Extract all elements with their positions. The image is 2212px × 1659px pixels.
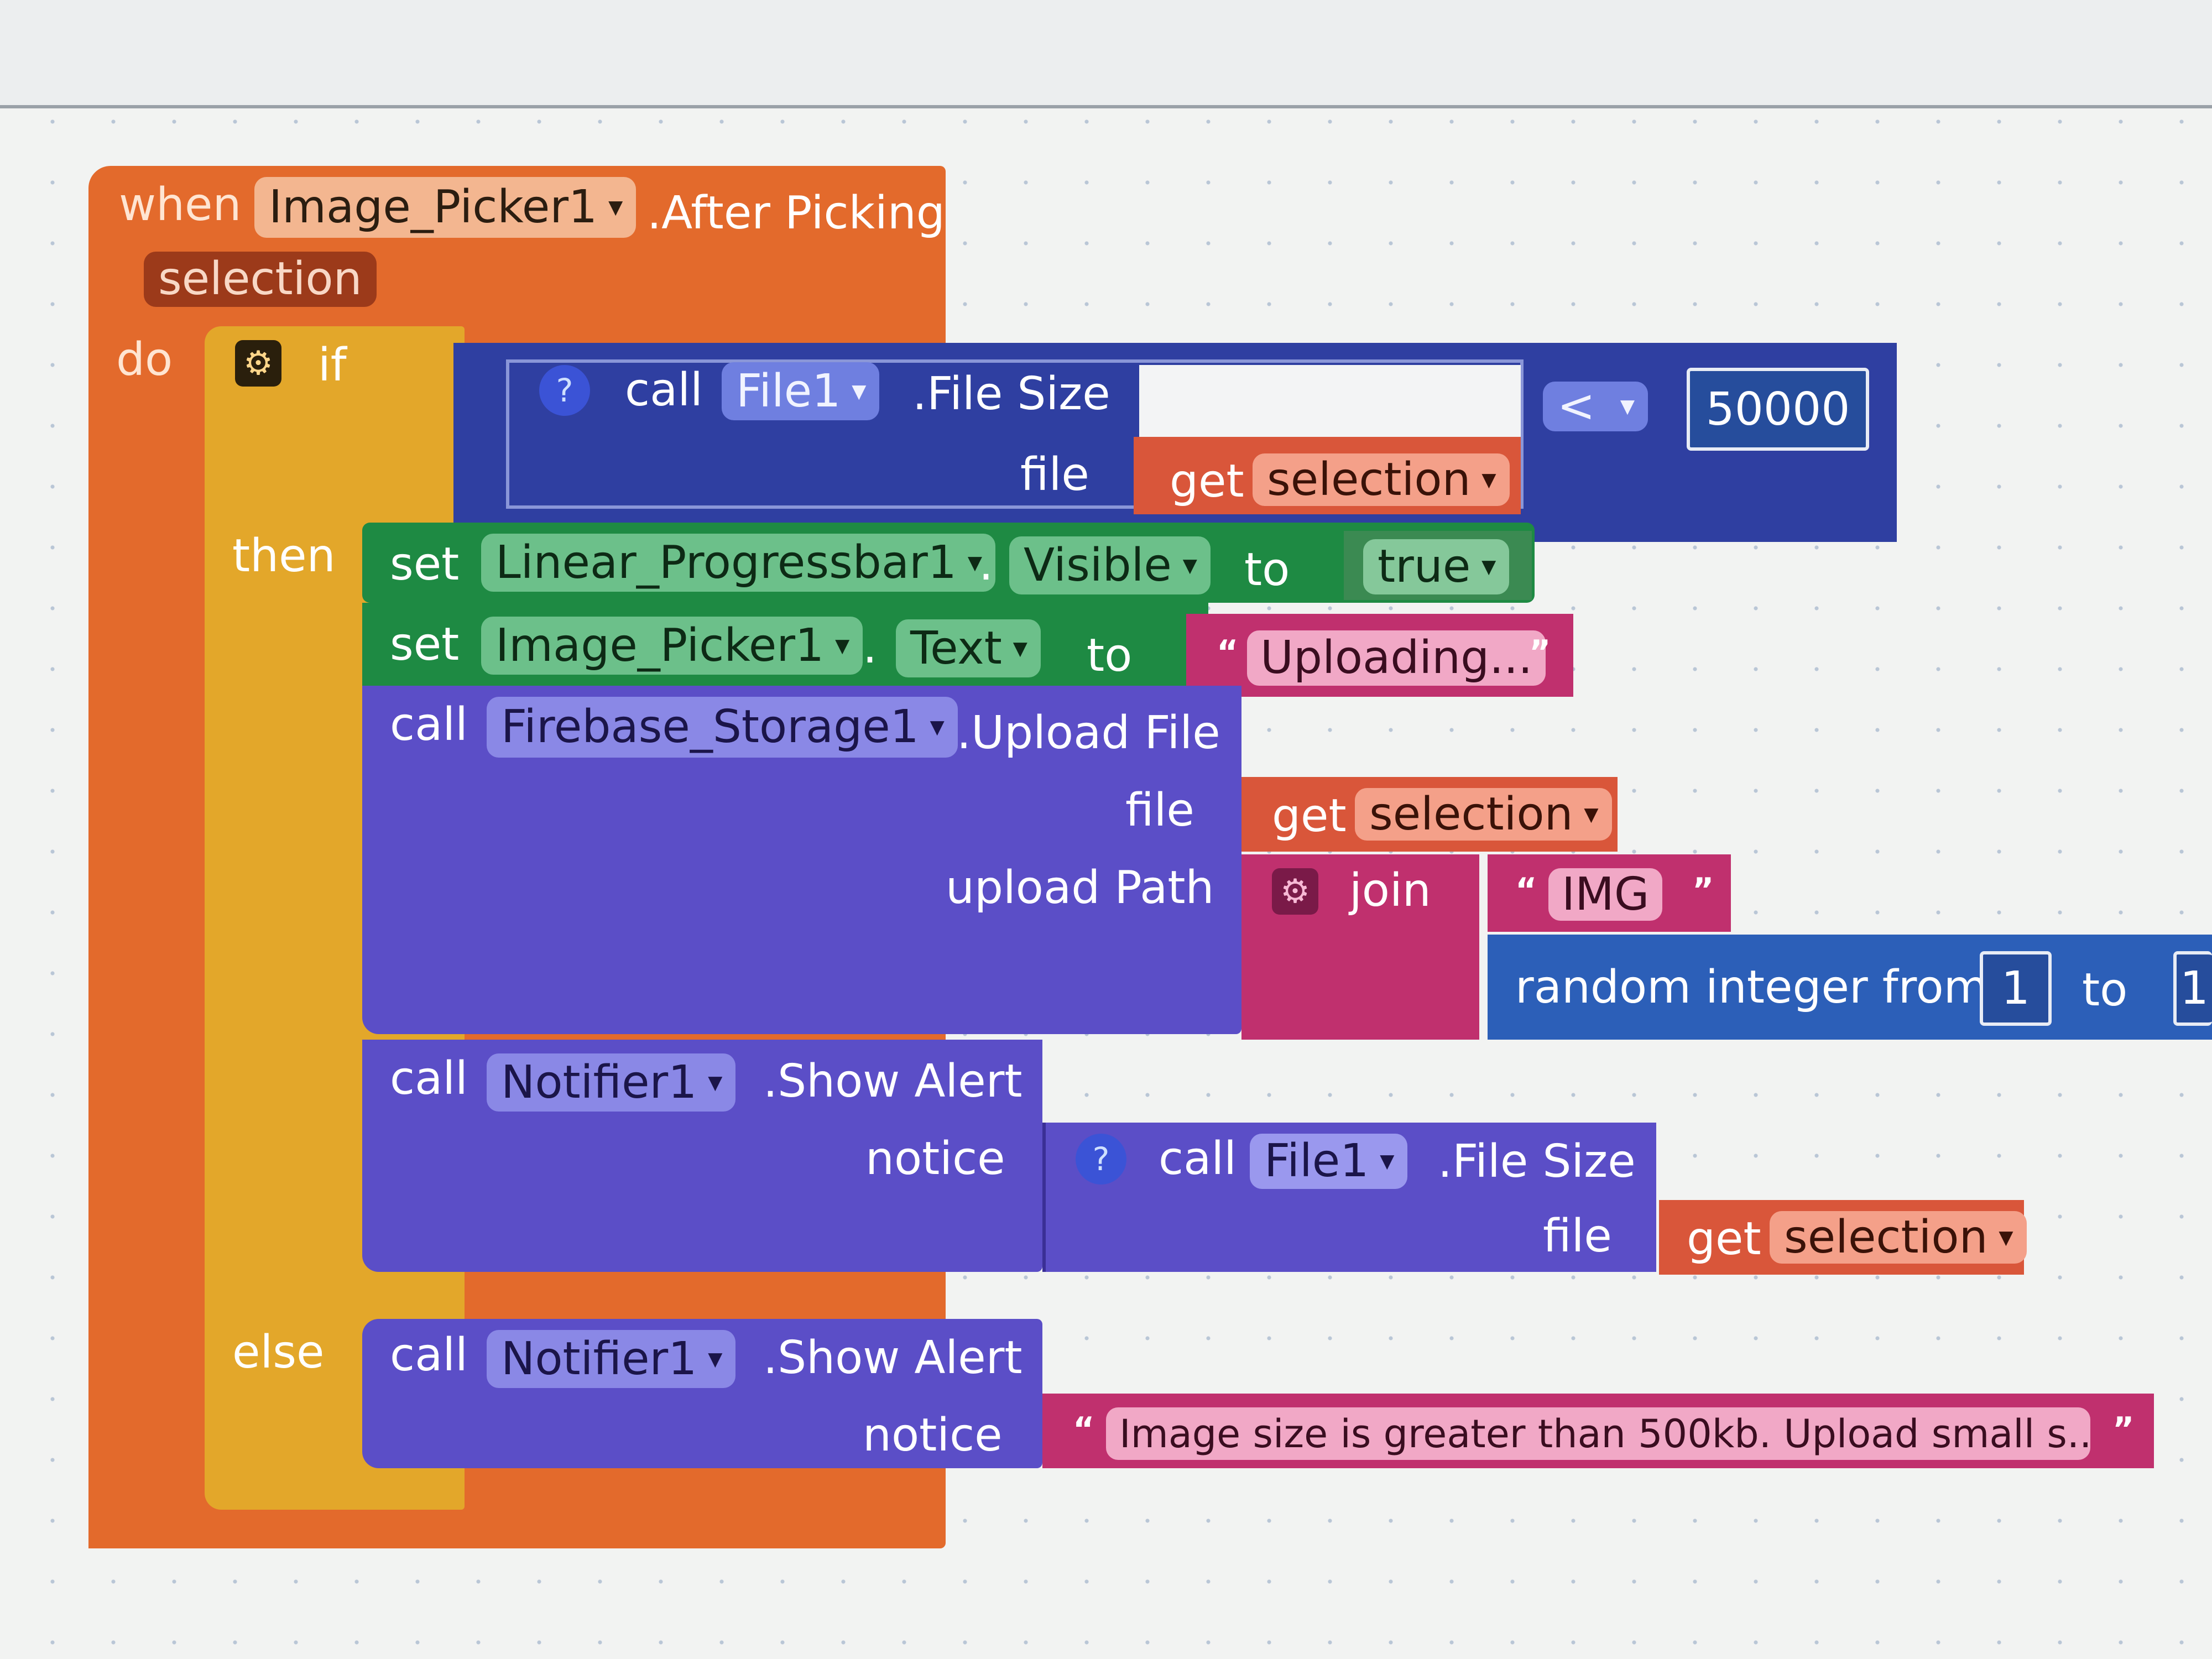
do-label: do bbox=[116, 333, 173, 386]
set-label: set bbox=[390, 618, 460, 671]
dropdown-arrow-icon: ▼ bbox=[930, 716, 945, 738]
to-label: to bbox=[1087, 629, 1133, 682]
random-integer-block[interactable] bbox=[1488, 935, 2212, 1040]
operator-dropdown[interactable]: <▼ bbox=[1543, 382, 1648, 431]
empty-slot bbox=[1139, 365, 1521, 437]
dropdown-arrow-icon: ▼ bbox=[1380, 1150, 1395, 1172]
dropdown-arrow-icon: ▼ bbox=[608, 196, 623, 218]
random-label: random integer from bbox=[1515, 961, 1988, 1014]
visible-property-dropdown[interactable]: Visible▼ bbox=[1009, 536, 1211, 594]
dropdown-arrow-icon: ▼ bbox=[967, 551, 982, 574]
dropdown-arrow-icon: ▼ bbox=[1584, 803, 1599, 826]
get-var-dropdown[interactable]: selection▼ bbox=[1253, 453, 1510, 506]
method-label: .Show Alert bbox=[763, 1055, 1022, 1108]
method-label: .File Size bbox=[912, 368, 1110, 420]
method-label: .Show Alert bbox=[763, 1332, 1022, 1384]
set-label: set bbox=[390, 538, 460, 591]
gear-icon[interactable]: ⚙ bbox=[235, 340, 281, 387]
then-label: then bbox=[232, 530, 336, 582]
question-icon[interactable]: ? bbox=[1076, 1134, 1126, 1185]
dropdown-arrow-icon: ▼ bbox=[835, 634, 850, 657]
img-string[interactable]: IMG bbox=[1548, 868, 1663, 921]
dropdown-arrow-icon: ▼ bbox=[708, 1348, 723, 1370]
true-dropdown[interactable]: true▼ bbox=[1363, 539, 1510, 594]
event-component-dropdown[interactable]: Image_Picker1▼ bbox=[254, 177, 637, 238]
workspace-toolbar bbox=[0, 0, 2212, 108]
method-label: .Upload File bbox=[957, 707, 1220, 759]
get-label: get bbox=[1170, 455, 1244, 508]
get-var-dropdown[interactable]: selection▼ bbox=[1355, 788, 1612, 841]
progressbar-component-dropdown[interactable]: Linear_Progressbar1▼ bbox=[481, 534, 995, 592]
dropdown-arrow-icon: ▼ bbox=[1999, 1226, 2013, 1249]
dot-label: . bbox=[979, 538, 994, 591]
imagepicker-component-dropdown[interactable]: Image_Picker1▼ bbox=[481, 617, 863, 675]
text-property-dropdown[interactable]: Text▼ bbox=[896, 619, 1041, 677]
quote-icon: ” bbox=[1692, 871, 1714, 910]
call-label: call bbox=[625, 364, 703, 416]
dropdown-arrow-icon: ▼ bbox=[708, 1071, 723, 1094]
join-label: join bbox=[1349, 864, 1431, 917]
file-component-dropdown[interactable]: File1▼ bbox=[1250, 1134, 1408, 1189]
get-label: get bbox=[1687, 1213, 1761, 1265]
get-var-dropdown[interactable]: selection▼ bbox=[1770, 1211, 2027, 1264]
uploading-string[interactable]: Uploading... bbox=[1247, 630, 1546, 686]
dropdown-arrow-icon: ▼ bbox=[1013, 637, 1027, 660]
notice-label: notice bbox=[863, 1409, 1003, 1462]
call-label: call bbox=[390, 698, 468, 751]
file-arg-label: file bbox=[1125, 784, 1194, 837]
method-label: .File Size bbox=[1438, 1135, 1636, 1188]
gear-icon[interactable]: ⚙ bbox=[1272, 868, 1318, 915]
to-label: to bbox=[2082, 964, 2128, 1016]
quote-icon: “ bbox=[1515, 871, 1537, 910]
dropdown-arrow-icon: ▼ bbox=[1182, 554, 1197, 577]
event-param-selection[interactable]: selection bbox=[144, 252, 377, 307]
quote-icon: ” bbox=[1529, 633, 1551, 672]
firebase-component-dropdown[interactable]: Firebase_Storage1▼ bbox=[487, 697, 958, 758]
when-label: when bbox=[119, 179, 242, 231]
notifier-component-dropdown[interactable]: Notifier1▼ bbox=[487, 1053, 736, 1112]
event-name-label: .After Picking bbox=[647, 187, 945, 239]
upload-path-label: upload Path bbox=[946, 862, 1214, 914]
file-component-dropdown[interactable]: File1▼ bbox=[722, 362, 880, 420]
dropdown-arrow-icon: ▼ bbox=[1481, 468, 1496, 491]
notifier-component-dropdown[interactable]: Notifier1▼ bbox=[487, 1330, 736, 1388]
call-label: call bbox=[390, 1329, 468, 1381]
dot-label: . bbox=[863, 621, 878, 674]
get-label: get bbox=[1272, 790, 1347, 842]
to-number-block[interactable]: 1 bbox=[2173, 951, 2212, 1026]
number-50000-block[interactable]: 50000 bbox=[1687, 368, 1869, 451]
quote-icon: ” bbox=[2112, 1410, 2135, 1449]
message-string[interactable]: Image size is greater than 500kb. Upload… bbox=[1106, 1407, 2090, 1460]
dropdown-arrow-icon: ▼ bbox=[852, 380, 867, 403]
dropdown-arrow-icon: ▼ bbox=[1620, 395, 1635, 418]
notice-label: notice bbox=[865, 1133, 1005, 1185]
dropdown-arrow-icon: ▼ bbox=[1481, 556, 1496, 578]
from-number-block[interactable]: 1 bbox=[1980, 951, 2052, 1026]
event-block-bottom bbox=[88, 1515, 935, 1548]
file-arg-label: file bbox=[1020, 448, 1089, 501]
call-label: call bbox=[1159, 1133, 1237, 1185]
call-label: call bbox=[390, 1052, 468, 1105]
if-label: if bbox=[318, 339, 347, 392]
file-arg-label: file bbox=[1543, 1210, 1612, 1262]
quote-icon: “ bbox=[1217, 633, 1239, 672]
else-label: else bbox=[232, 1326, 325, 1379]
to-label: to bbox=[1244, 544, 1290, 596]
quote-icon: “ bbox=[1073, 1410, 1095, 1449]
question-icon[interactable]: ? bbox=[539, 365, 590, 416]
